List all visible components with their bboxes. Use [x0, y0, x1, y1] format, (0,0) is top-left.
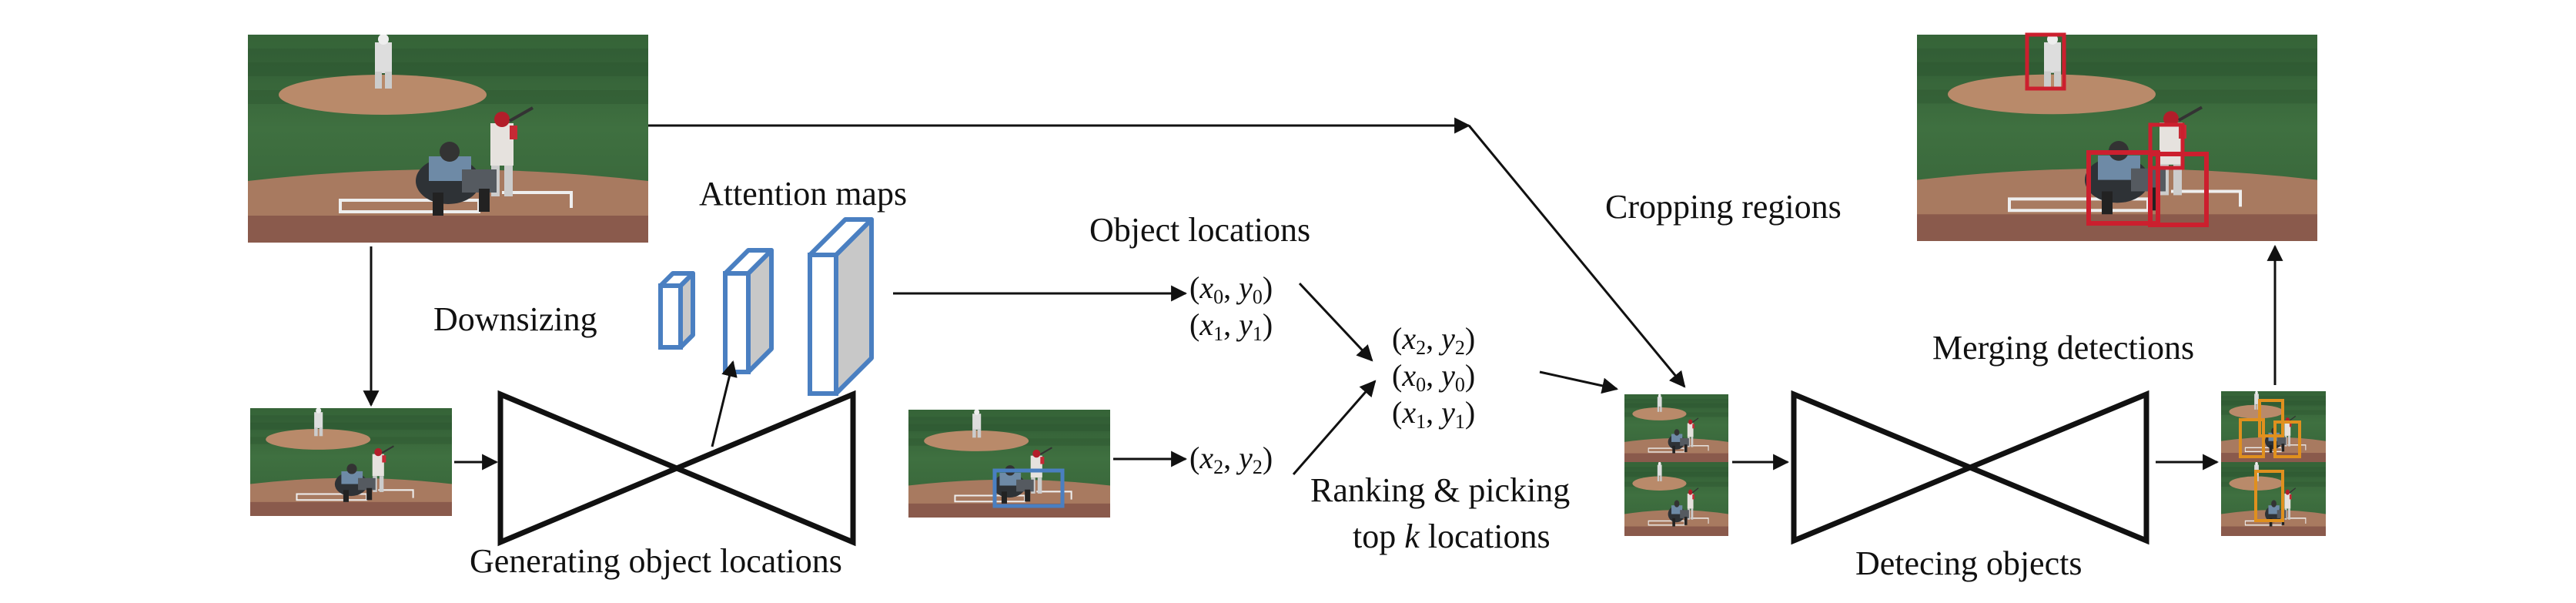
detection-network-bowtie: [1791, 390, 2149, 545]
input-image: [248, 35, 648, 243]
cropping-regions-label: Cropping regions: [1605, 188, 1842, 226]
attention-map-small-front: [658, 283, 683, 350]
coord-tuple: (x1, y1): [1189, 307, 1273, 346]
ranking-top-text: top: [1353, 518, 1405, 555]
attention-map-medium-top: [723, 248, 774, 276]
crop-region-1: [1624, 394, 1728, 462]
coords-group-c: (x2, y2)(x0, y0)(x1, y1): [1392, 322, 1475, 433]
coord-tuple: (x2, y2): [1392, 321, 1476, 359]
red-box-batter-head: [2148, 122, 2185, 170]
orange-box-2: [2258, 399, 2284, 437]
downsized-image: [250, 408, 452, 516]
detecting-objects-label: Detecing objects: [1855, 544, 2083, 582]
coord-tuple: (x0, y0): [1189, 270, 1273, 308]
attention-map-large-front: [808, 253, 838, 396]
arrow-ranking-to-crops: [1539, 370, 1619, 394]
ranking-label-line2: top k locations: [1353, 520, 1551, 554]
orange-box-1: [2239, 418, 2265, 458]
location-network-bowtie: [497, 390, 856, 547]
red-box-batter: [2148, 152, 2209, 227]
arrow-input-long-diagonal: [1467, 125, 1686, 388]
attention-map-small-top: [658, 271, 695, 288]
coords-group-a: (x0, y0)(x1, y1): [1189, 271, 1273, 345]
small-image-with-box: [908, 410, 1110, 518]
blue-detection-box: [992, 468, 1065, 508]
attention-map-large-top: [808, 217, 874, 257]
coord-tuple: (x1, y1): [1392, 395, 1476, 434]
ranking-k-text: k: [1404, 518, 1420, 555]
downsizing-label: Downsizing: [433, 300, 597, 338]
crop-region-2: [1624, 462, 1728, 536]
generating-object-locations-label: Generating object locations: [470, 542, 842, 580]
merging-detections-label: Merging detections: [1932, 329, 2195, 367]
ranking-label-line1: Ranking & picking: [1310, 471, 1571, 509]
arrow-location-b-to-ranking: [1292, 380, 1377, 475]
arrow-locations-to-ranking: [1298, 282, 1373, 362]
coord-tuple: (x0, y0): [1392, 358, 1476, 397]
red-box-pitcher: [2025, 32, 2066, 91]
arrow-network-to-attention: [711, 360, 738, 447]
coord-tuple: (x2, y2): [1189, 441, 1273, 478]
orange-box-4: [2254, 470, 2284, 522]
output-image: [1917, 35, 2317, 241]
ranking-locations-text: locations: [1419, 518, 1551, 555]
merged-crop-2: [2221, 462, 2326, 536]
coords-group-b: (x2, y2): [1189, 441, 1273, 478]
attention-map-medium-front: [723, 271, 751, 374]
orange-box-3: [2273, 420, 2301, 458]
object-locations-label: Object locations: [1089, 211, 1311, 249]
attention-maps-label: Attention maps: [699, 175, 908, 213]
red-box-catcher: [2086, 150, 2160, 226]
